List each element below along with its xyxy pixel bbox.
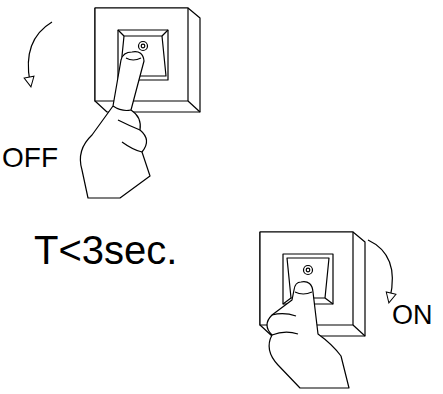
rotation-arrow [368,240,392,298]
state-label: ON [392,302,433,329]
state-label: OFF [2,144,58,172]
hand [267,282,349,388]
rotation-arrow [28,22,52,82]
timing-note: T<3sec. [34,230,177,270]
hand [80,52,150,198]
wall-switch [95,8,200,112]
